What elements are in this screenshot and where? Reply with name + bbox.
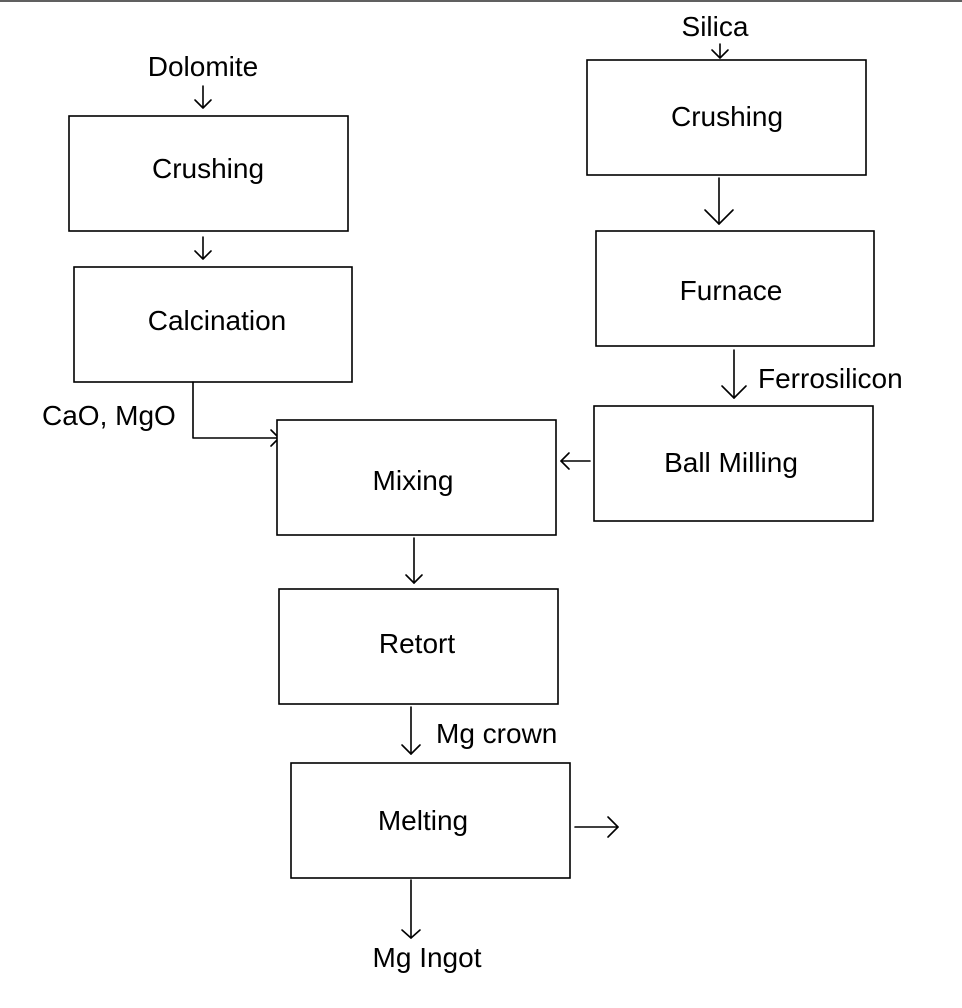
input-dolomite: Dolomite	[148, 51, 258, 82]
step-furnace: Furnace	[595, 230, 875, 347]
flow-label-mg-crown: Mg crown	[436, 718, 557, 749]
arrow-crushing-to-furnace	[704, 177, 734, 225]
arrow-melting-to-mg-ingot	[401, 879, 421, 939]
step-crushing-left: Crushing	[68, 115, 349, 232]
svg-text:Mixing: Mixing	[373, 465, 454, 496]
svg-text:Furnace: Furnace	[680, 275, 783, 306]
step-melting: Melting	[290, 762, 571, 879]
step-crushing-right: Crushing	[586, 59, 867, 176]
arrow-calcination-to-mixing	[192, 381, 280, 447]
svg-text:Retort: Retort	[379, 628, 455, 659]
svg-text:Calcination: Calcination	[148, 305, 287, 336]
step-calcination: Calcination	[73, 266, 353, 383]
svg-text:Crushing: Crushing	[152, 153, 264, 184]
svg-text:Ball Milling: Ball Milling	[664, 447, 798, 478]
flow-label-cao-mgo: CaO, MgO	[42, 400, 176, 431]
arrow-dolomite-to-crushing	[194, 85, 212, 109]
arrow-retort-to-melting	[401, 706, 421, 755]
arrow-mixing-to-retort	[405, 537, 423, 584]
output-mg-ingot: Mg Ingot	[373, 942, 482, 973]
arrow-melting-side-output	[574, 816, 619, 838]
arrow-silica-to-crushing	[711, 43, 729, 59]
step-retort: Retort	[278, 588, 559, 705]
step-mixing: Mixing	[276, 419, 557, 536]
svg-text:Melting: Melting	[378, 805, 468, 836]
svg-text:Crushing: Crushing	[671, 101, 783, 132]
input-silica: Silica	[682, 11, 749, 42]
flow-label-ferrosilicon: Ferrosilicon	[758, 363, 903, 394]
arrow-crushing-to-calcination	[194, 236, 212, 260]
arrow-furnace-to-ball-milling	[721, 349, 747, 399]
arrow-ball-milling-to-mixing	[560, 452, 591, 470]
step-ball-milling: Ball Milling	[593, 405, 874, 522]
